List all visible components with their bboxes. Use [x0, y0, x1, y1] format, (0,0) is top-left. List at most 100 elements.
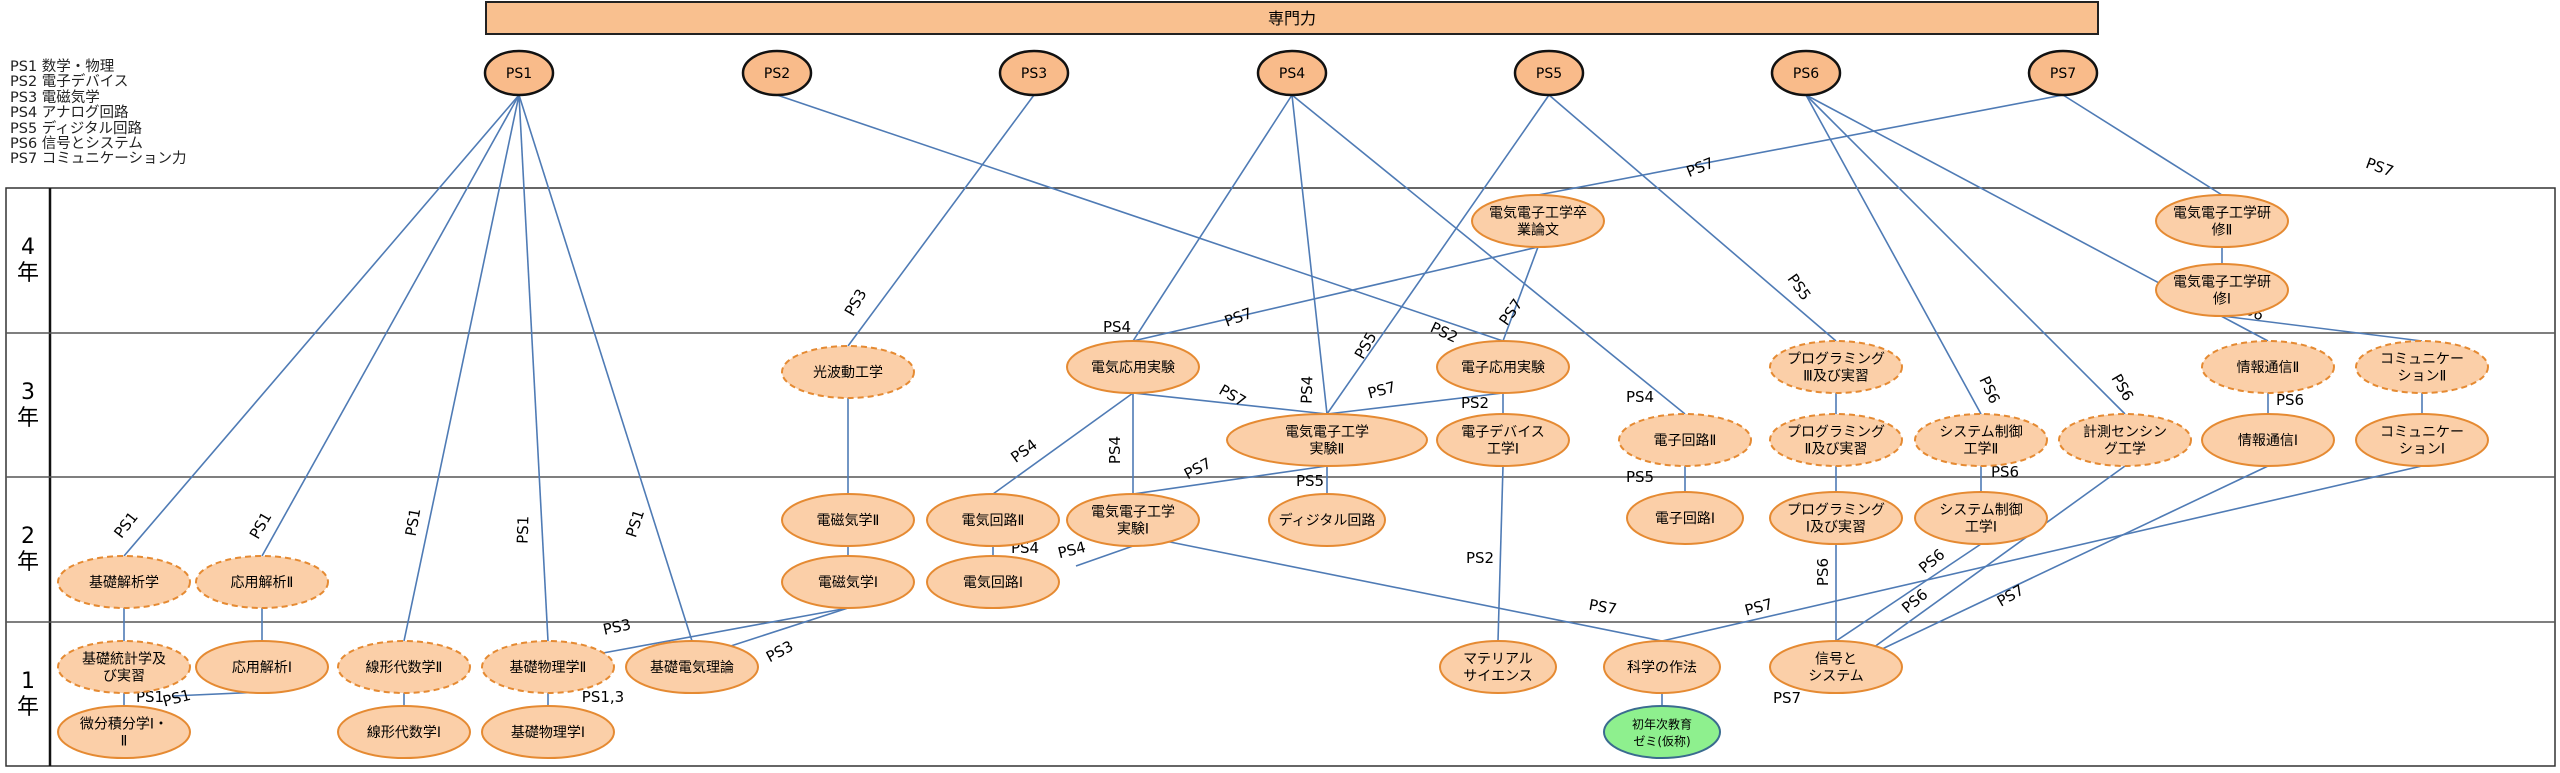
course-node-kairo_d1[interactable]: 電子回路Ⅰ [1626, 491, 1744, 545]
course-node-denshi_oyo[interactable]: 電子応用実験 [1436, 340, 1570, 394]
course-label: 電子回路Ⅱ [1654, 433, 1717, 449]
edge-label: PS2 [1461, 394, 1489, 412]
edge-label: PS4 [1626, 388, 1654, 406]
course-label: 基礎解析学 [89, 574, 159, 591]
course-node-oyo2[interactable]: 応用解析Ⅱ [195, 555, 329, 609]
edge-label: PS1 [622, 507, 648, 539]
legend-item-ps3: PS3 電磁気学 [10, 89, 100, 106]
course-label: Ⅱ及び実習 [1805, 442, 1868, 458]
edge-label: PS7 [1495, 295, 1526, 328]
course-node-kiso_denki[interactable]: 基礎電気理論 [625, 640, 759, 694]
course-node-senkei1[interactable]: 線形代数学Ⅰ [337, 705, 471, 759]
ps-node-ps5[interactable]: PS5 [1513, 49, 1585, 97]
ps-node-ps7[interactable]: PS7 [2027, 49, 2099, 97]
course-node-kairo_d2[interactable]: 電子回路Ⅱ [1618, 413, 1752, 467]
course-label: マテリアル [1463, 652, 1533, 668]
edge-label: PS6 [1975, 373, 2003, 406]
ps-node-label: PS5 [1536, 66, 1562, 82]
ps-node-ps4[interactable]: PS4 [1256, 49, 1328, 97]
course-label: び実習 [103, 669, 145, 685]
year-label-y1-suffix: 年 [17, 695, 39, 720]
course-label: 業論文 [1517, 223, 1559, 239]
course-node-joho2[interactable]: 情報通信Ⅱ [2201, 340, 2335, 394]
course-label: 電気電子工学研 [2173, 206, 2271, 222]
course-label: 修Ⅱ [2212, 223, 2233, 239]
course-label: 工学Ⅰ [1965, 520, 1997, 536]
ps-node-ps3[interactable]: PS3 [998, 49, 1070, 97]
edge-connector [2221, 315, 2423, 342]
legend-item-ps6: PS6 信号とシステム [10, 136, 143, 153]
course-label: 電気電子工学 [1285, 425, 1369, 441]
edge-connector [1132, 246, 1539, 342]
course-node-denki_oyo[interactable]: 電気応用実験 [1066, 340, 1200, 394]
edge-connector [1502, 246, 1539, 342]
course-label: 電気電子工学研 [2173, 275, 2271, 291]
course-node-butsuri2[interactable]: 基礎物理学Ⅱ [481, 640, 615, 694]
edge-label: PS2 [1466, 549, 1494, 567]
course-node-bibun[interactable]: 微分積分学Ⅰ・Ⅱ [57, 705, 191, 759]
course-label: システム制御 [1939, 425, 2023, 441]
course-node-joho1[interactable]: 情報通信Ⅰ [2201, 413, 2335, 467]
year-label-y4: 4 [21, 235, 35, 260]
ps-node-ps6[interactable]: PS6 [1770, 49, 1842, 97]
edge-label: PS1 [402, 507, 425, 538]
edge-label: PS4 [1298, 375, 1317, 404]
legend-item-ps5: PS5 ディジタル回路 [10, 120, 142, 137]
legend-item-ps1: PS1 数学・物理 [10, 59, 115, 75]
edge-connector [1805, 94, 2126, 415]
course-node-kohado[interactable]: 光波動工学 [781, 345, 915, 399]
course-node-senkei2[interactable]: 線形代数学Ⅱ [337, 640, 471, 694]
course-node-sahou[interactable]: 科学の作法 [1603, 640, 1721, 694]
course-label: Ⅱ [121, 734, 128, 750]
year-label-y1: 1 [21, 669, 35, 694]
edge-connector [1661, 465, 2423, 642]
edge-connector [1075, 545, 1134, 567]
course-node-kairo1[interactable]: 電気回路Ⅰ [926, 555, 1060, 609]
edge-connector [403, 94, 520, 642]
course-node-oyo1[interactable]: 応用解析Ⅰ [195, 640, 329, 694]
course-node-butsuri1[interactable]: 基礎物理学Ⅰ [481, 705, 615, 759]
edge-label: PS7 [1994, 581, 2027, 611]
course-label: 電子デバイス [1461, 424, 1545, 441]
course-node-digital[interactable]: ディジタル回路 [1268, 493, 1386, 547]
course-label: 信号と [1815, 652, 1857, 668]
edge-label: PS1 [514, 515, 533, 544]
course-label: 科学の作法 [1627, 660, 1697, 676]
course-node-kiso_kaiseki[interactable]: 基礎解析学 [57, 555, 191, 609]
course-label: ションⅠ [2399, 442, 2445, 458]
course-node-denji2[interactable]: 電磁気学Ⅱ [781, 493, 915, 547]
edge-label: PS5 [1351, 329, 1381, 362]
edge-label: PS5 [1626, 468, 1654, 486]
course-label: 計測センシン [2083, 425, 2167, 441]
edge-label: PS6 [1814, 558, 1832, 586]
course-node-kairo2[interactable]: 電気回路Ⅱ [926, 493, 1060, 547]
edge-label: PS3 [841, 286, 871, 319]
ps-node-ps2[interactable]: PS2 [741, 49, 813, 97]
edge-connector [261, 94, 520, 557]
course-label: 線形代数学Ⅰ [367, 725, 441, 741]
ps-node-ps1[interactable]: PS1 [483, 49, 555, 97]
edge-connector [1132, 94, 1293, 342]
header-bar: 専門力 [485, 1, 2099, 35]
year-label-y2-suffix: 年 [17, 550, 39, 575]
course-node-denji1[interactable]: 電磁気学Ⅰ [781, 555, 915, 609]
course-node-shingo[interactable]: 信号とシステム [1769, 640, 1903, 694]
